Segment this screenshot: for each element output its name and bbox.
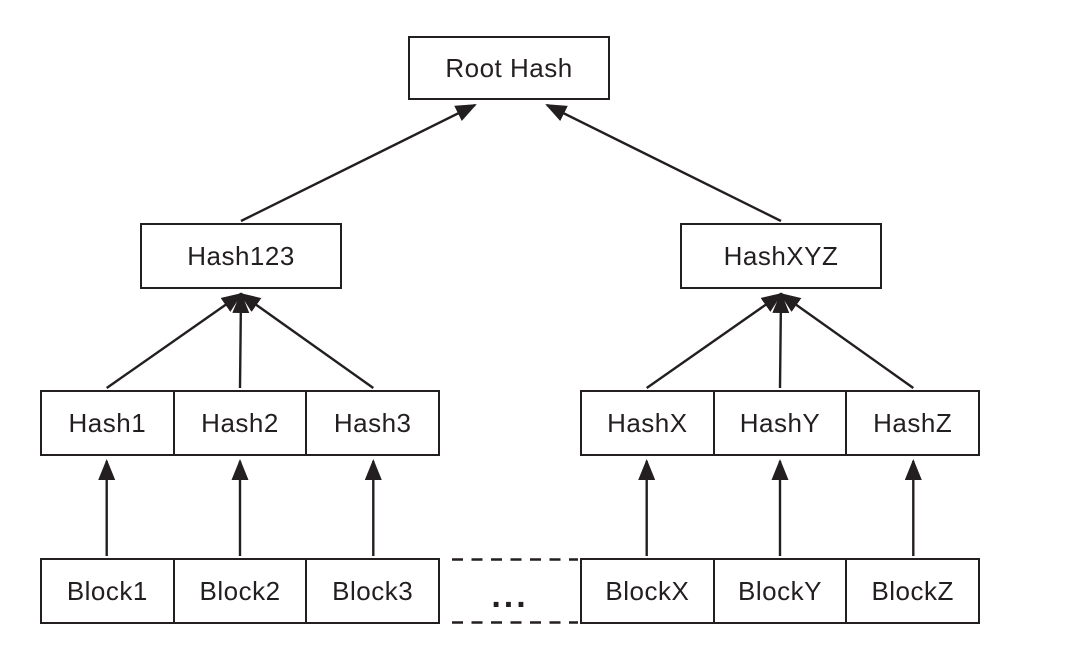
block2-cell: Block2 (172, 560, 306, 622)
arrow-hash123-to-root (240, 103, 477, 223)
hash123-node: Hash123 (140, 223, 342, 289)
hash1-cell: Hash1 (42, 392, 173, 454)
blockz-cell: BlockZ (845, 560, 978, 622)
arrow-hash2-to-hash123 (232, 292, 250, 389)
hash3-label: Hash3 (333, 407, 412, 438)
blocky-label: BlockY (738, 575, 822, 606)
hashz-label: HashZ (873, 407, 953, 438)
blockz-label: BlockZ (871, 575, 954, 606)
arrow-hashz-to-hashxyz (779, 292, 914, 389)
arrow-hashy-to-hashxyz (772, 292, 790, 389)
continuation-ellipsis: ... (491, 577, 529, 615)
right-block-row: BlockX BlockY BlockZ (580, 558, 980, 624)
arrow-hashxyz-to-root (545, 103, 782, 223)
arrow-hash1-to-hash123 (106, 292, 243, 389)
hashxyz-label: HashXYZ (723, 240, 839, 271)
hashxyz-node: HashXYZ (680, 223, 882, 289)
hash2-cell: Hash2 (172, 392, 306, 454)
block1-cell: Block1 (42, 560, 173, 622)
arrow-hashx-to-hashxyz (646, 292, 783, 389)
hash2-label: Hash2 (201, 407, 279, 438)
block3-cell: Block3 (305, 560, 438, 622)
left-hash-row: Hash1 Hash2 Hash3 (40, 390, 440, 456)
blocky-cell: BlockY (712, 560, 846, 622)
arrow-hash3-to-hash123 (239, 292, 374, 389)
right-hash-row: HashX HashY HashZ (580, 390, 980, 456)
block3-label: Block3 (332, 575, 414, 606)
hash1-label: Hash1 (68, 407, 147, 438)
hashy-label: HashY (739, 407, 821, 438)
root-hash-node: Root Hash (408, 36, 610, 100)
block1-label: Block1 (66, 575, 148, 606)
hashz-cell: HashZ (845, 392, 978, 454)
root-hash-label: Root Hash (445, 52, 573, 83)
hash123-label: Hash123 (187, 240, 295, 271)
blockx-label: BlockX (605, 575, 690, 606)
hashx-label: HashX (607, 407, 688, 438)
hash3-cell: Hash3 (305, 392, 438, 454)
hashy-cell: HashY (712, 392, 846, 454)
blockx-cell: BlockX (582, 560, 713, 622)
left-block-row: Block1 Block2 Block3 (40, 558, 440, 624)
block2-label: Block2 (199, 575, 281, 606)
hashx-cell: HashX (582, 392, 713, 454)
